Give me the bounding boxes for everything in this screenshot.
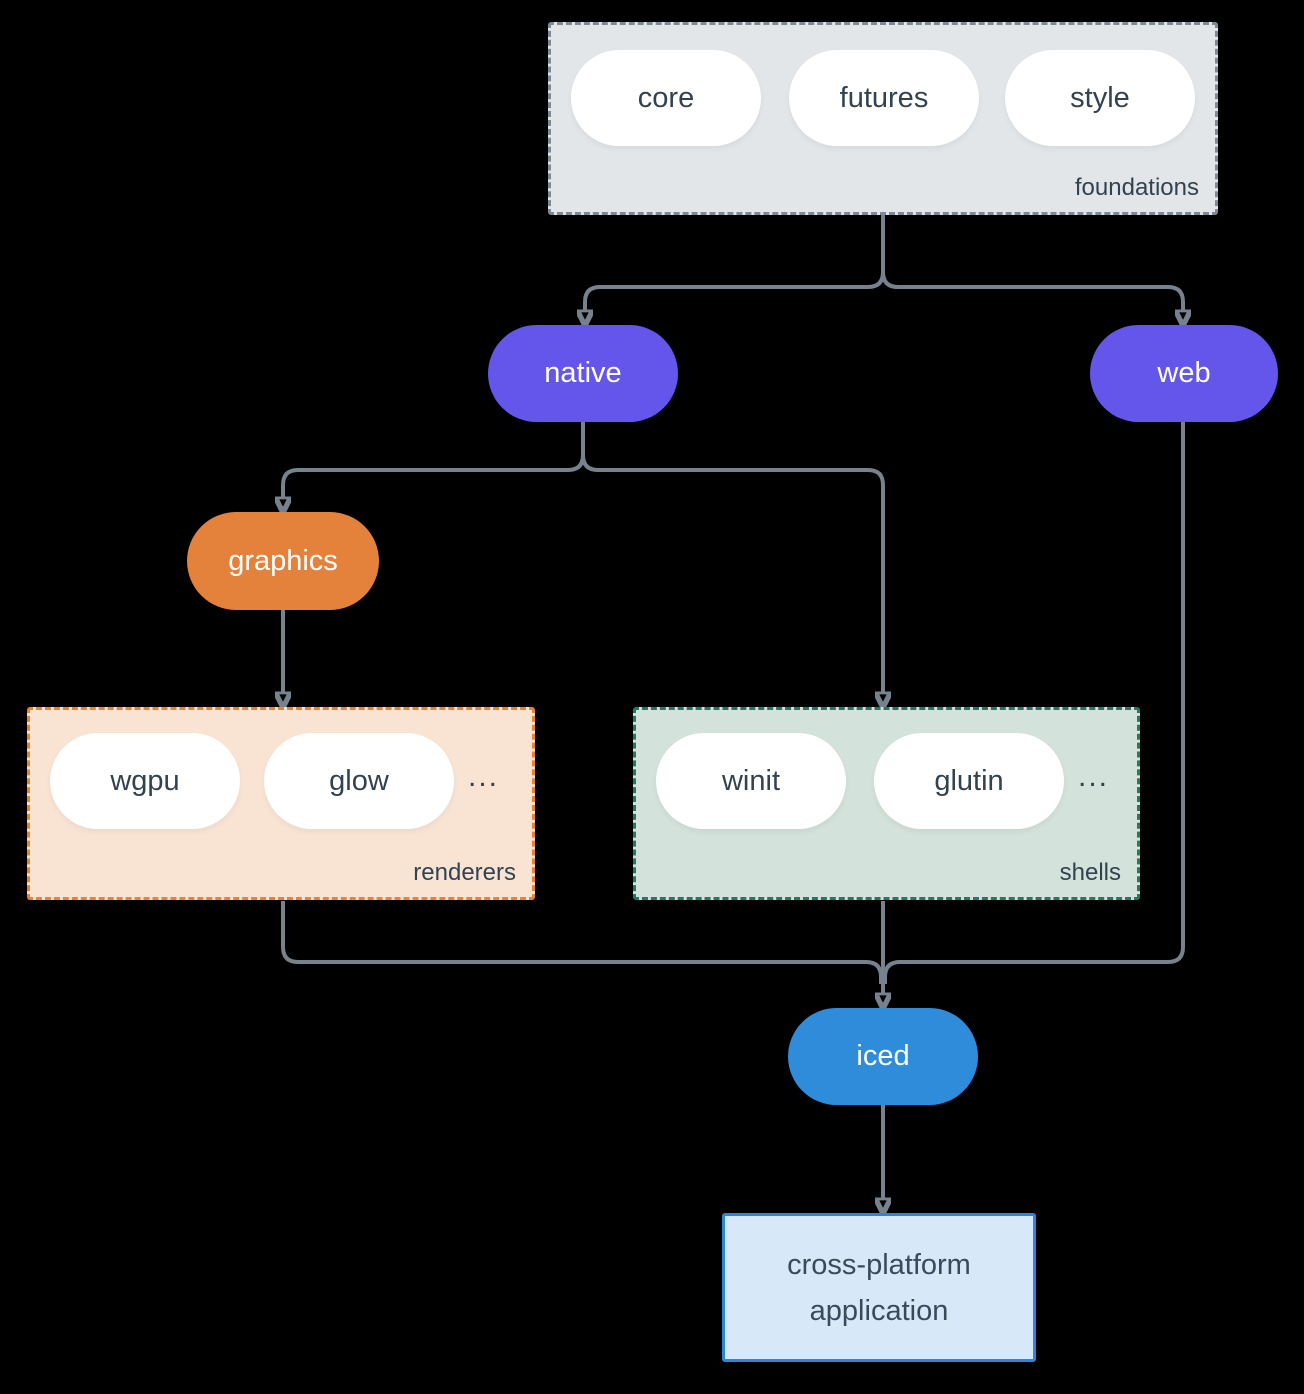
node-glow: glow (264, 733, 454, 829)
edge-native-graphics (283, 422, 585, 498)
node-graphics: graphics (187, 512, 379, 610)
node-iced: iced (788, 1008, 978, 1105)
edge-renderers-merge (281, 901, 883, 984)
edge-foundations-web (881, 215, 1183, 311)
node-futures: futures (789, 50, 979, 146)
node-application: cross-platform application (722, 1213, 1036, 1362)
node-native-label: native (544, 357, 622, 389)
renderers-ellipsis: ... (468, 760, 500, 793)
node-glutin: glutin (874, 733, 1064, 829)
node-wgpu: wgpu (50, 733, 240, 829)
node-web: web (1090, 325, 1278, 422)
node-winit: winit (656, 733, 846, 829)
renderers-group-label: renderers (413, 859, 516, 886)
node-futures-label: futures (839, 81, 929, 114)
node-winit-label: winit (721, 764, 780, 797)
foundations-group: core futures style foundations (548, 22, 1218, 215)
node-wgpu-label: wgpu (110, 764, 180, 797)
node-graphics-label: graphics (228, 544, 338, 577)
node-iced-label: iced (856, 1040, 910, 1072)
shells-group: winit glutin ... shells (633, 707, 1140, 900)
node-core-label: core (637, 81, 695, 114)
renderers-group: wgpu glow ... renderers (27, 707, 535, 900)
node-core: core (571, 50, 761, 146)
node-web-label: web (1157, 357, 1211, 389)
edge-foundations-native (585, 215, 885, 311)
node-glow-label: glow (329, 764, 389, 797)
node-style: style (1005, 50, 1195, 146)
node-application-label: cross-platform application (787, 1248, 971, 1327)
shells-group-label: shells (1059, 859, 1121, 886)
foundations-group-label: foundations (1074, 174, 1199, 201)
edge-native-shells (581, 422, 883, 693)
node-native: native (488, 325, 678, 422)
node-glutin-label: glutin (934, 764, 1004, 797)
shells-ellipsis: ... (1078, 760, 1110, 793)
node-style-label: style (1070, 81, 1130, 114)
